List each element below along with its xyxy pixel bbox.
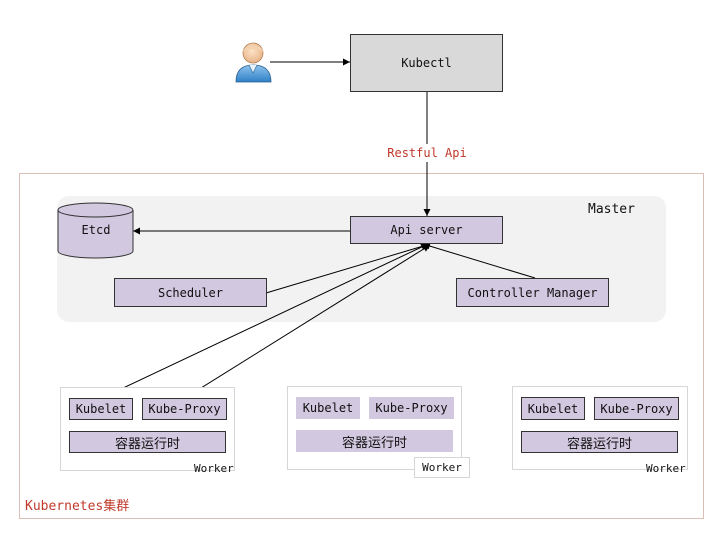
controller-to-apiserver-arrow <box>422 242 536 279</box>
container-runtime-box: 容器运行时 <box>296 430 453 452</box>
kubeproxy-to-apiserver-arrow <box>184 244 431 399</box>
scheduler-box: Scheduler <box>114 278 267 307</box>
container-runtime-box: 容器运行时 <box>69 431 226 453</box>
kubectl-box: Kubectl <box>350 34 503 92</box>
container-runtime-box: 容器运行时 <box>521 431 678 453</box>
worker-label: Worker <box>414 457 470 478</box>
etcd-label: Etcd <box>81 223 111 237</box>
kubelet-to-apiserver-arrow <box>101 243 429 399</box>
kubelet-label: Kubelet <box>75 402 127 416</box>
master-title: Master <box>588 202 635 217</box>
kubectl-label: Kubectl <box>401 56 452 70</box>
worker-label-text: Worker <box>422 461 462 474</box>
cluster-boundary <box>19 173 704 519</box>
kubelet-label: Kubelet <box>527 401 579 416</box>
user-icon <box>234 40 274 84</box>
scheduler-to-apiserver-arrow <box>265 242 431 294</box>
controller-manager-label: Controller Manager <box>467 285 598 300</box>
kubelet-box: Kubelet <box>521 397 585 420</box>
kube-proxy-label: Kube-Proxy <box>600 401 673 416</box>
kube-proxy-box: Kube-Proxy <box>369 397 454 419</box>
worker-label: Worker <box>646 462 686 475</box>
container-runtime-label: 容器运行时 <box>566 436 632 452</box>
restful-api-label: Restful Api <box>383 144 471 162</box>
container-runtime-label: 容器运行时 <box>114 436 180 452</box>
kube-proxy-box: Kube-Proxy <box>142 398 227 420</box>
etcd-database: Etcd <box>57 202 135 260</box>
kube-proxy-label: Kube-Proxy <box>375 401 448 415</box>
kube-proxy-label: Kube-Proxy <box>148 402 221 416</box>
kubelet-box: Kubelet <box>296 397 360 419</box>
kube-proxy-box: Kube-Proxy <box>594 397 679 420</box>
cluster-label: Kubernetes集群 <box>25 499 130 514</box>
worker-label: Worker <box>194 462 234 475</box>
kubelet-box: Kubelet <box>69 398 133 420</box>
controller-manager-box: Controller Manager <box>456 278 609 307</box>
restful-api-text: Restful Api <box>387 146 467 160</box>
api-server-box: Api server <box>350 216 503 244</box>
api-server-label: Api server <box>390 223 463 237</box>
scheduler-label: Scheduler <box>157 285 224 300</box>
container-runtime-label: 容器运行时 <box>341 435 407 451</box>
kubelet-label: Kubelet <box>302 401 354 415</box>
